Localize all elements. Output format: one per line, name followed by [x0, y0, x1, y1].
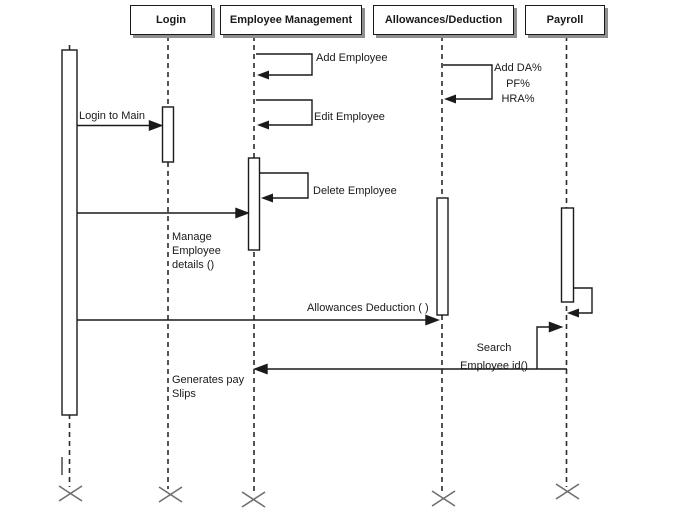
self-message-loops — [256, 53, 593, 314]
label-manage-employee-details: Manage Employee details () — [172, 230, 221, 272]
loop-delete-employee — [260, 172, 309, 199]
destroy-marks — [58, 483, 580, 508]
activation-login — [161, 106, 175, 163]
label-edit-employee: Edit Employee — [314, 111, 385, 123]
label-manage-line1: Manage — [172, 231, 212, 243]
actor-label-payroll: Payroll — [546, 14, 584, 26]
loop-edit-employee — [256, 99, 313, 126]
label-allowances-deduction-call: Allowances Deduction ( ) — [307, 302, 429, 314]
arrowhead-payroll-self — [567, 308, 579, 318]
arrowhead-add-da — [444, 94, 456, 104]
destroy-login — [158, 486, 183, 503]
label-generates-line2: Slips — [172, 388, 196, 400]
label-add-da-line2: PF% — [506, 77, 530, 90]
label-generates-line1: Generates pay — [172, 374, 245, 386]
arrowhead-edit-employee — [257, 120, 269, 130]
actor-label-allowances-deduction: Allowances/Deduction — [384, 14, 503, 26]
label-login-to-main: Login to Main — [79, 110, 146, 122]
label-search-employee-id: Search Employee id() — [452, 339, 536, 375]
arrowhead-allowances-deduction — [425, 314, 440, 326]
loop-add-da — [443, 64, 493, 100]
arrowhead-search-employee-id — [548, 321, 564, 333]
label-search-line2: Employee id() — [460, 360, 528, 372]
label-add-da-line3: HRA% — [501, 93, 535, 105]
actor-box-payroll: Payroll — [525, 5, 605, 35]
actor-label-employee-management: Employee Management — [229, 14, 353, 26]
label-add-da-line1: Add DA% — [494, 62, 542, 74]
label-add-employee: Add Employee — [316, 52, 388, 64]
destroy-allowances — [431, 490, 456, 507]
arrowhead-generates-pay-slips — [253, 363, 268, 375]
label-add-da: Add DA% PF% HRA% — [489, 61, 547, 108]
label-delete-employee: Delete Employee — [313, 185, 397, 197]
self-loop-arrowheads — [257, 70, 579, 318]
actor-box-employee-management: Employee Management — [220, 5, 362, 35]
message-arrows — [77, 119, 567, 375]
activation-employee-management — [247, 157, 261, 251]
arrow-search-employee-id — [536, 326, 551, 369]
actor-label-login: Login — [156, 14, 186, 26]
label-generates-pay-slips: Generates pay Slips — [172, 373, 244, 401]
label-search-line1: Search — [476, 342, 512, 354]
activation-allowances — [436, 197, 449, 316]
activation-bars — [61, 49, 575, 416]
activation-user — [61, 49, 78, 416]
arrowhead-login-to-main — [148, 119, 164, 132]
label-manage-line3: details () — [172, 259, 215, 271]
destroy-payroll — [555, 483, 580, 500]
actor-box-allowances-deduction: Allowances/Deduction — [373, 5, 514, 35]
destroy-user — [58, 485, 83, 502]
destroy-employee-management — [241, 491, 266, 508]
label-manage-line2: Employee — [172, 245, 221, 257]
loop-payroll-self — [574, 287, 593, 314]
activation-payroll — [560, 207, 575, 303]
arrowhead-add-employee — [257, 70, 269, 80]
arrowhead-manage-employee — [235, 207, 250, 219]
loop-add-employee — [256, 53, 313, 76]
actor-box-login: Login — [130, 5, 212, 35]
arrowhead-delete-employee — [261, 193, 273, 203]
